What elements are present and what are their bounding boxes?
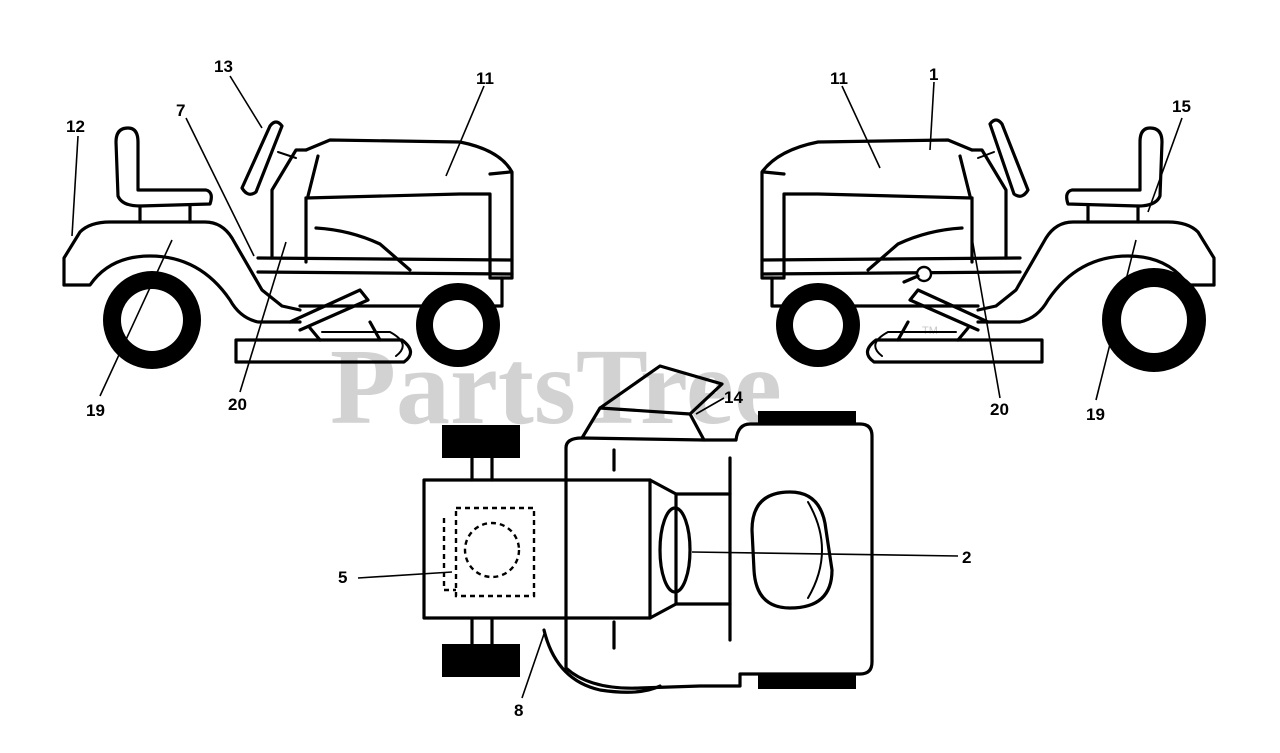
callout-8: 8 bbox=[514, 701, 523, 720]
tractor-right-side-view bbox=[760, 118, 1216, 372]
callout-7: 7 bbox=[176, 101, 185, 120]
callout-5: 5 bbox=[338, 568, 347, 587]
callout-15: 15 bbox=[1172, 97, 1191, 116]
callout-11-left: 11 bbox=[476, 69, 494, 88]
callout-19-left: 19 bbox=[86, 401, 105, 420]
tractor-top-view bbox=[422, 364, 874, 694]
callout-20-right: 20 bbox=[990, 400, 1009, 419]
callout-19-right: 19 bbox=[1086, 405, 1105, 424]
callout-2: 2 bbox=[962, 548, 971, 567]
callout-1: 1 bbox=[929, 65, 938, 84]
callout-11-right: 11 bbox=[830, 69, 848, 88]
callout-labels: 13 12 7 11 19 20 11 1 15 19 20 14 2 5 8 bbox=[66, 57, 1191, 720]
callout-13: 13 bbox=[214, 57, 233, 76]
leader-lines bbox=[71, 75, 1183, 699]
callout-12: 12 bbox=[66, 117, 85, 136]
tractor-left-side-view bbox=[62, 120, 514, 369]
partstree-watermark: PartsTree bbox=[330, 328, 782, 447]
callout-14: 14 bbox=[724, 388, 743, 407]
callout-20-left: 20 bbox=[228, 395, 247, 414]
